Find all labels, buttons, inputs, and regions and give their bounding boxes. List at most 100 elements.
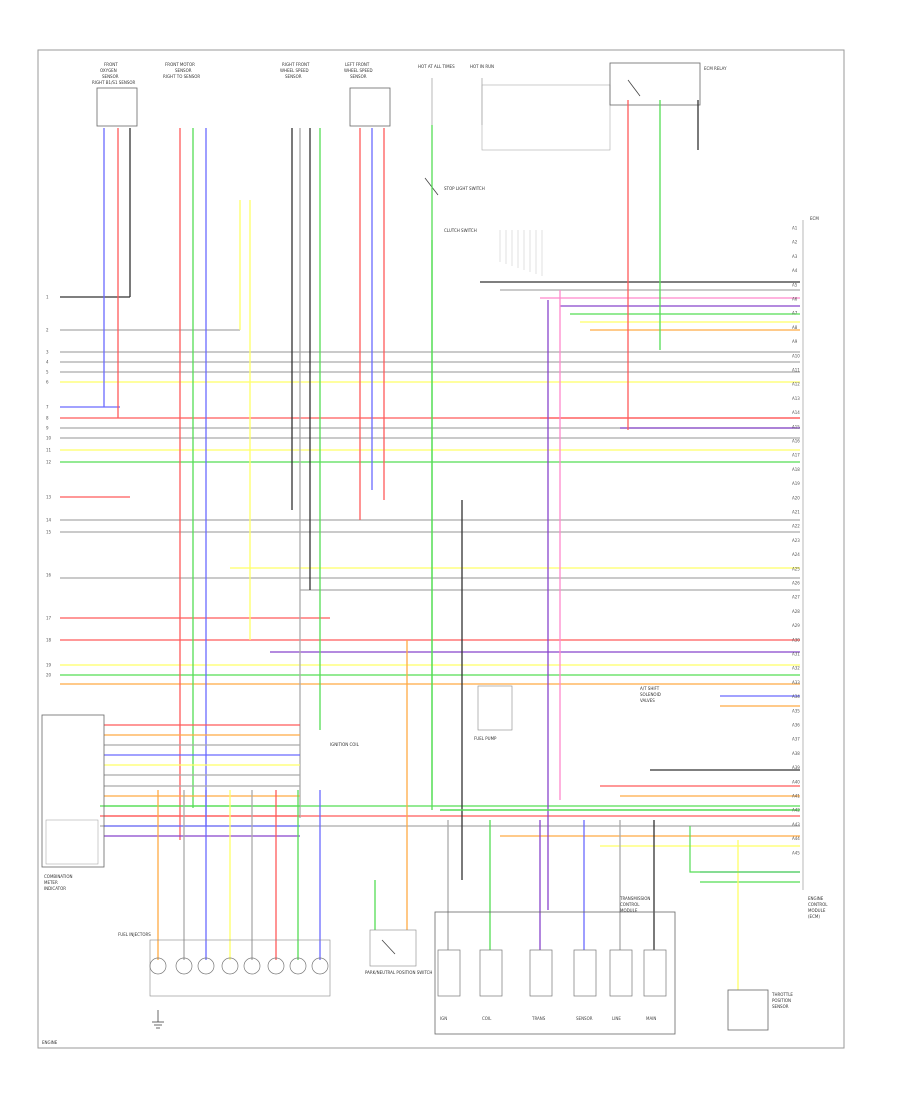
svg-text:ENGINE: ENGINE bbox=[808, 896, 824, 901]
svg-text:WHEEL SPEED: WHEEL SPEED bbox=[280, 68, 309, 73]
ignition-coil: IGNITION COIL bbox=[330, 742, 360, 747]
left-pin: 8 bbox=[46, 416, 49, 421]
svg-text:IGNITION COIL: IGNITION COIL bbox=[330, 742, 360, 747]
ecm-pin: A32 bbox=[792, 666, 800, 671]
left-pin: 19 bbox=[46, 663, 52, 668]
svg-text:COMBINATION: COMBINATION bbox=[44, 874, 73, 879]
left-pin: 1 bbox=[46, 295, 49, 300]
injector bbox=[221, 957, 239, 975]
ecm-relay: ECM RELAY bbox=[609, 62, 727, 106]
ecm-pin: A41 bbox=[792, 794, 800, 799]
left-pin: 5 bbox=[46, 370, 49, 375]
corner-code: ENGINE bbox=[42, 1040, 58, 1045]
left-front-speed-sensor: LEFT FRONT WHEEL SPEED SENSOR bbox=[344, 62, 391, 127]
left-pin: 18 bbox=[46, 638, 52, 643]
svg-text:MODULE: MODULE bbox=[620, 908, 638, 913]
bottom-module bbox=[643, 949, 667, 997]
svg-text:RIGHT B1/S1 SENSOR: RIGHT B1/S1 SENSOR bbox=[92, 80, 136, 85]
front-motor-sensor: FRONT MOTOR SENSOR RIGHT TO SENSOR bbox=[163, 62, 200, 79]
svg-text:SOLENOID: SOLENOID bbox=[640, 692, 661, 697]
left-pin: 4 bbox=[46, 360, 49, 365]
ecm-pin: A22 bbox=[792, 524, 800, 529]
ecm-pin: A19 bbox=[792, 481, 800, 486]
ecm-pin: A40 bbox=[792, 779, 800, 784]
bottom-module bbox=[437, 949, 461, 997]
left-pin: 2 bbox=[46, 328, 49, 333]
combination-meter-box: COMBINATION METER INDICATOR bbox=[41, 714, 105, 891]
left-pin: 3 bbox=[46, 350, 49, 355]
svg-text:PARK/NEUTRAL POSITION SWITCH: PARK/NEUTRAL POSITION SWITCH bbox=[365, 970, 432, 975]
ecm-pin: A39 bbox=[792, 765, 800, 770]
ecm-pin: A10 bbox=[792, 353, 800, 358]
ecm-pin: A12 bbox=[792, 382, 800, 387]
ecm-pin: A14 bbox=[792, 410, 800, 415]
svg-text:TRANSMISSION: TRANSMISSION bbox=[619, 896, 650, 901]
ecm-pin: A6 bbox=[792, 297, 798, 302]
ecm-pin: A26 bbox=[792, 581, 800, 586]
fuse-block-top: HOT AT ALL TIMES HOT IN RUN bbox=[418, 64, 611, 151]
ecm-pin: A1 bbox=[792, 226, 798, 231]
ecm-pin: A31 bbox=[792, 652, 800, 657]
ecm-label: ECM ENGINE CONTROL MODULE (ECM) bbox=[808, 216, 828, 919]
ecm-pin: A20 bbox=[792, 495, 800, 500]
ecm-pin: A24 bbox=[792, 552, 800, 557]
svg-text:FUEL INJECTORS: FUEL INJECTORS bbox=[118, 932, 151, 937]
left-pin: 16 bbox=[46, 573, 52, 578]
left-pin: 7 bbox=[46, 405, 49, 410]
bottom-module bbox=[479, 949, 503, 997]
injector bbox=[243, 957, 261, 975]
left-pin: 17 bbox=[46, 616, 52, 621]
svg-text:THROTTLE: THROTTLE bbox=[771, 992, 793, 997]
bottom-module-label: COIL bbox=[482, 1016, 492, 1021]
bottom-module bbox=[529, 949, 553, 997]
svg-text:RIGHT TO SENSOR: RIGHT TO SENSOR bbox=[163, 74, 200, 79]
svg-text:WHEEL SPEED: WHEEL SPEED bbox=[344, 68, 373, 73]
injector bbox=[149, 957, 167, 975]
svg-text:CONTROL: CONTROL bbox=[808, 902, 828, 907]
svg-text:A/T SHIFT: A/T SHIFT bbox=[640, 686, 660, 691]
injector bbox=[175, 957, 193, 975]
ecm-pin: A27 bbox=[792, 595, 800, 600]
injector bbox=[197, 957, 215, 975]
left-pin: 20 bbox=[46, 673, 52, 678]
left-pin: 12 bbox=[46, 460, 52, 465]
svg-text:(ECM): (ECM) bbox=[808, 914, 820, 919]
ecm-pin: A33 bbox=[792, 680, 800, 685]
ecm-pin: A43 bbox=[792, 822, 800, 827]
left-pin: 9 bbox=[46, 426, 49, 431]
ecm-pin: A13 bbox=[792, 396, 800, 401]
ecm-pin: A15 bbox=[792, 424, 800, 429]
svg-text:INDICATOR: INDICATOR bbox=[44, 886, 66, 891]
ecm-pin: A16 bbox=[792, 439, 800, 444]
green-loop-b bbox=[689, 826, 800, 873]
front-oxygen-sensor: FRONT OXYGEN SENSOR RIGHT B1/S1 SENSOR bbox=[92, 62, 138, 127]
ecm-pin-column: A1A2A3A4A5A6A7A8A9A10A11A12A13A14A15A16A… bbox=[792, 220, 804, 890]
svg-text:ECM: ECM bbox=[810, 216, 819, 221]
ecm-pin: A7 bbox=[792, 311, 798, 316]
svg-text:SENSOR: SENSOR bbox=[102, 74, 119, 79]
svg-text:LEFT FRONT: LEFT FRONT bbox=[345, 62, 370, 67]
right-front-speed-sensor: RIGHT FRONT WHEEL SPEED SENSOR bbox=[280, 62, 310, 79]
injector bbox=[289, 957, 307, 975]
fuel-pump: FUEL PUMP bbox=[474, 685, 513, 741]
park-neutral-switch: PARK/NEUTRAL POSITION SWITCH bbox=[365, 929, 432, 975]
ecm-pin: A45 bbox=[792, 850, 800, 855]
left-pin: 13 bbox=[46, 495, 52, 500]
ecm-pin: A17 bbox=[792, 453, 800, 458]
bottom-module-label: LINE bbox=[612, 1016, 621, 1021]
svg-text:CONTROL: CONTROL bbox=[620, 902, 640, 907]
svg-text:MODULE: MODULE bbox=[808, 908, 826, 913]
svg-text:ECM RELAY: ECM RELAY bbox=[704, 66, 727, 71]
bottom-module-label: TRANS bbox=[531, 1016, 546, 1021]
ecm-pin: A38 bbox=[792, 751, 800, 756]
ecm-pin: A36 bbox=[792, 723, 800, 728]
left-pin: 6 bbox=[46, 380, 49, 385]
svg-text:METER: METER bbox=[44, 880, 58, 885]
ecm-pin: A4 bbox=[792, 268, 798, 273]
ground-symbol bbox=[152, 1010, 164, 1029]
svg-text:OXYGEN: OXYGEN bbox=[100, 68, 117, 73]
left-pin: 11 bbox=[46, 448, 52, 453]
ecm-pin: A2 bbox=[792, 240, 798, 245]
left-pin: 15 bbox=[46, 530, 52, 535]
